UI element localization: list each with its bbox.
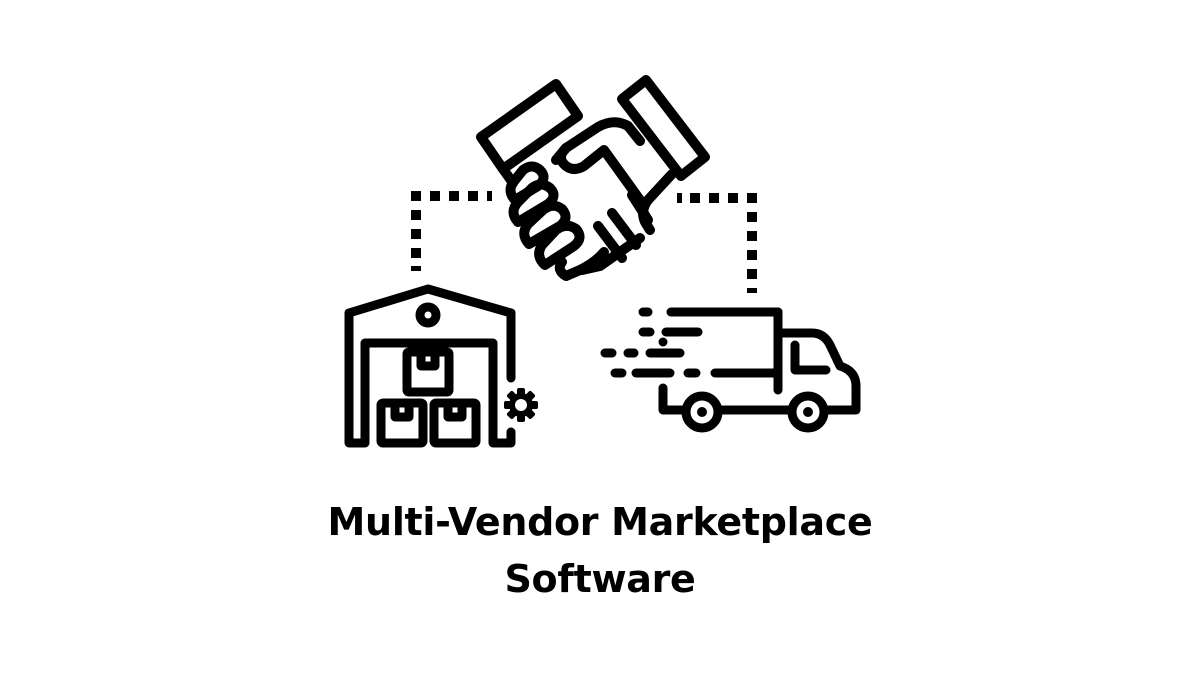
delivery-truck-icon [600, 307, 861, 433]
dotted-connector-right [677, 193, 757, 293]
gear-icon [504, 388, 538, 422]
warehouse-icon [344, 284, 516, 448]
handshake-icon [476, 75, 710, 281]
title-line-2: Software [504, 557, 696, 601]
page-title: Multi-Vendor Marketplace Software [0, 494, 1200, 608]
title-line-1: Multi-Vendor Marketplace [327, 500, 873, 544]
wheel-hubs [697, 407, 813, 417]
dotted-connector-left [411, 191, 492, 271]
